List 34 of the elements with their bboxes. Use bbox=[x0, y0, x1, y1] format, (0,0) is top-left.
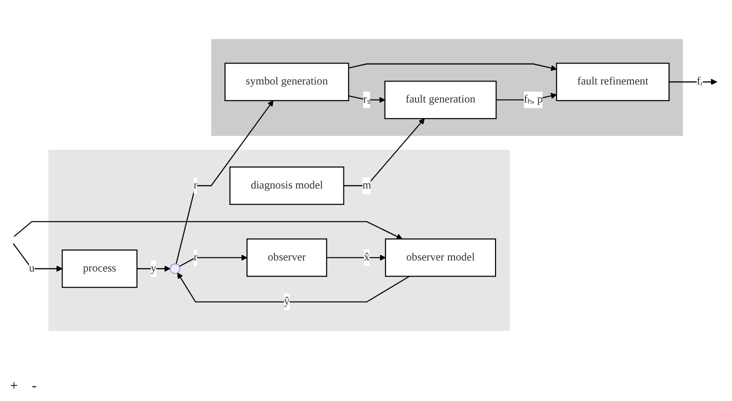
arrow bbox=[669, 78, 718, 85]
edge-label: ŷ bbox=[284, 296, 290, 308]
node-box: observer model bbox=[384, 238, 496, 277]
node-circle bbox=[170, 264, 180, 274]
arrow bbox=[12, 243, 63, 272]
arrow bbox=[344, 118, 425, 186]
node-box: fault refinement bbox=[556, 62, 670, 102]
arrow bbox=[14, 221, 402, 240]
edge-label: fₕ, p bbox=[524, 94, 543, 106]
edge-label: rₛ bbox=[363, 94, 370, 106]
arrow bbox=[176, 100, 274, 264]
sign-label: + bbox=[10, 379, 18, 395]
edge-label: r bbox=[194, 251, 198, 264]
arrow bbox=[348, 95, 386, 103]
node-box: observer bbox=[246, 238, 328, 277]
edge-label: x̂ bbox=[364, 251, 370, 264]
node-box: symbol generation bbox=[224, 62, 350, 102]
cluster bbox=[48, 150, 510, 331]
node-box: fault generation bbox=[384, 80, 497, 120]
edge-label: y bbox=[150, 262, 156, 274]
node-box: diagnosis model bbox=[229, 166, 344, 205]
arrow bbox=[177, 272, 410, 302]
arrow bbox=[179, 254, 248, 267]
edge-label: fᵣ bbox=[696, 76, 703, 88]
edge-label: r bbox=[194, 179, 198, 192]
node-box: process bbox=[62, 250, 138, 288]
edge-label: m bbox=[362, 179, 372, 192]
arrow bbox=[136, 266, 170, 272]
edge-label: u bbox=[29, 262, 35, 274]
arrow bbox=[326, 254, 386, 261]
sign-label: - bbox=[32, 379, 37, 395]
arrow bbox=[496, 92, 557, 100]
arrow bbox=[348, 63, 557, 71]
cluster bbox=[211, 39, 683, 136]
